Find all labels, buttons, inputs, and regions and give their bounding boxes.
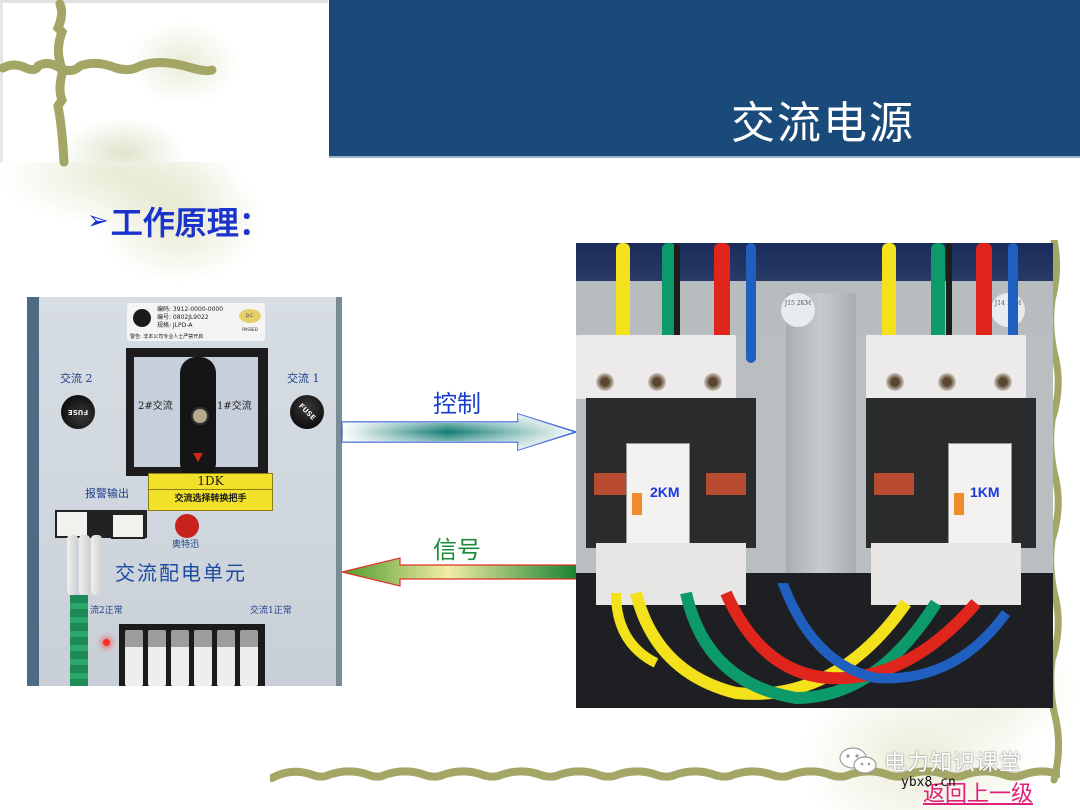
company-logo-icon bbox=[133, 309, 151, 327]
fuse-ac2: FUSE bbox=[61, 395, 95, 429]
status-ac1-label: 交流1正常 bbox=[250, 606, 292, 616]
wire-blue bbox=[746, 243, 756, 363]
contactor-red-tab bbox=[594, 473, 634, 495]
sticker-warning: 警告: 非本公司专业人士严禁开启 bbox=[130, 334, 204, 340]
wire-blue bbox=[1008, 243, 1018, 353]
contactor-red-tab bbox=[874, 473, 914, 495]
terminal-screw-icon bbox=[886, 373, 904, 391]
photo-edge-right bbox=[336, 297, 342, 686]
photo-edge-left bbox=[27, 297, 39, 686]
status-ac2-label: 流2正常 bbox=[90, 606, 123, 616]
slide-title: 交流电源 bbox=[731, 98, 915, 149]
bullet-arrow-icon: ➢ bbox=[87, 206, 109, 236]
wire-red bbox=[976, 243, 992, 361]
contactor-red-tab bbox=[706, 473, 746, 495]
signal-arrow-label: 信号 bbox=[433, 536, 481, 564]
crossing-wires-icon bbox=[611, 583, 1011, 705]
selector-handle bbox=[180, 357, 216, 479]
signal-arrow-left-icon bbox=[341, 557, 579, 587]
terminal bbox=[171, 630, 189, 686]
contactor-panel-photo: J15 2KM J14 1KM 2KM 1KM bbox=[576, 243, 1053, 708]
cable-sleeve-2 bbox=[79, 535, 90, 595]
photo-top-wiring bbox=[576, 243, 1053, 283]
cable-sleeve-3 bbox=[91, 535, 102, 595]
status-led-icon bbox=[103, 639, 110, 646]
wechat-icon bbox=[839, 747, 877, 774]
title-bar: 交流电源 bbox=[329, 0, 1080, 158]
top-left-decor-panel bbox=[0, 0, 328, 162]
terminal bbox=[240, 630, 258, 686]
aux-orange-indicator bbox=[954, 493, 964, 515]
contactor-2km-label: 2KM bbox=[650, 484, 680, 500]
tag-2km: J15 2KM bbox=[781, 293, 815, 327]
watermark-text: 电力知识课堂 bbox=[884, 751, 1023, 776]
product-label-sticker: 编码: 3912-0000-0000 编号: 0802JL9022 规格: JL… bbox=[127, 303, 265, 341]
selector-label-ac1: 1#交流 bbox=[217, 401, 252, 412]
terminal-block bbox=[119, 624, 265, 686]
terminal-screw-icon bbox=[994, 373, 1012, 391]
alarm-connector-1 bbox=[55, 510, 91, 538]
return-previous-level-link[interactable]: 返回上一级 bbox=[923, 782, 1034, 807]
control-arrow-label: 控制 bbox=[433, 390, 481, 418]
brand-name: 奥特迅 bbox=[172, 540, 200, 550]
wire-yellow bbox=[882, 243, 896, 361]
terminal-screw-icon bbox=[938, 373, 956, 391]
section-heading: ➢ 工作原理： bbox=[87, 198, 271, 244]
wire-red bbox=[714, 243, 730, 361]
contactor-1km-label: 1KM bbox=[970, 484, 1000, 500]
1dk-nameplate: 1DK 交流选择转换把手 bbox=[148, 473, 273, 511]
terminal-screw-icon bbox=[596, 373, 614, 391]
ac-distribution-unit-photo: 编码: 3912-0000-0000 编号: 0802JL9022 规格: JL… bbox=[27, 297, 342, 686]
contactor-1km-bottom-terminals bbox=[871, 543, 1021, 605]
sticker-code: 编码: 3912-0000-0000 bbox=[157, 306, 224, 313]
handle-screw-icon bbox=[191, 407, 209, 425]
heading-text: 工作原理： bbox=[110, 204, 271, 242]
handle-pointer-icon bbox=[193, 453, 203, 462]
control-arrow-right-icon bbox=[341, 412, 579, 452]
ac2-label: 交流 2 bbox=[60, 372, 93, 385]
wire-black bbox=[946, 243, 952, 383]
aux-orange-indicator bbox=[632, 493, 642, 515]
dk-subtitle: 交流选择转换把手 bbox=[174, 494, 247, 504]
qc-passed-badge: Q.C. PASSED bbox=[239, 309, 261, 332]
cable-sleeve-1 bbox=[67, 535, 78, 595]
alarm-output-label: 报警输出 bbox=[85, 487, 129, 500]
unit-name: 交流配电单元 bbox=[115, 561, 247, 585]
fuse-ac1: FUSE bbox=[282, 387, 332, 437]
wire-yellow bbox=[616, 243, 630, 361]
wire-green bbox=[931, 243, 945, 355]
green-spiral-wrap bbox=[70, 595, 88, 686]
site-watermark: ybx8.cn bbox=[901, 775, 956, 790]
selector-label-ac2: 2#交流 bbox=[138, 401, 173, 412]
alarm-connector-2 bbox=[111, 513, 145, 539]
ac1-label: 交流 1 bbox=[287, 372, 320, 385]
terminal bbox=[217, 630, 235, 686]
wire-black bbox=[674, 243, 680, 383]
terminal bbox=[148, 630, 166, 686]
dk-title: 1DK bbox=[149, 474, 272, 490]
terminal bbox=[194, 630, 212, 686]
sticker-serial: 编号: 0802JL9022 bbox=[157, 314, 209, 321]
sticker-model: 规格: JLPD-A bbox=[157, 322, 193, 329]
wire-green bbox=[662, 243, 676, 355]
terminal bbox=[125, 630, 143, 686]
terminal-screw-icon bbox=[648, 373, 666, 391]
terminal-screw-icon bbox=[704, 373, 722, 391]
brand-logo-icon bbox=[175, 514, 199, 538]
